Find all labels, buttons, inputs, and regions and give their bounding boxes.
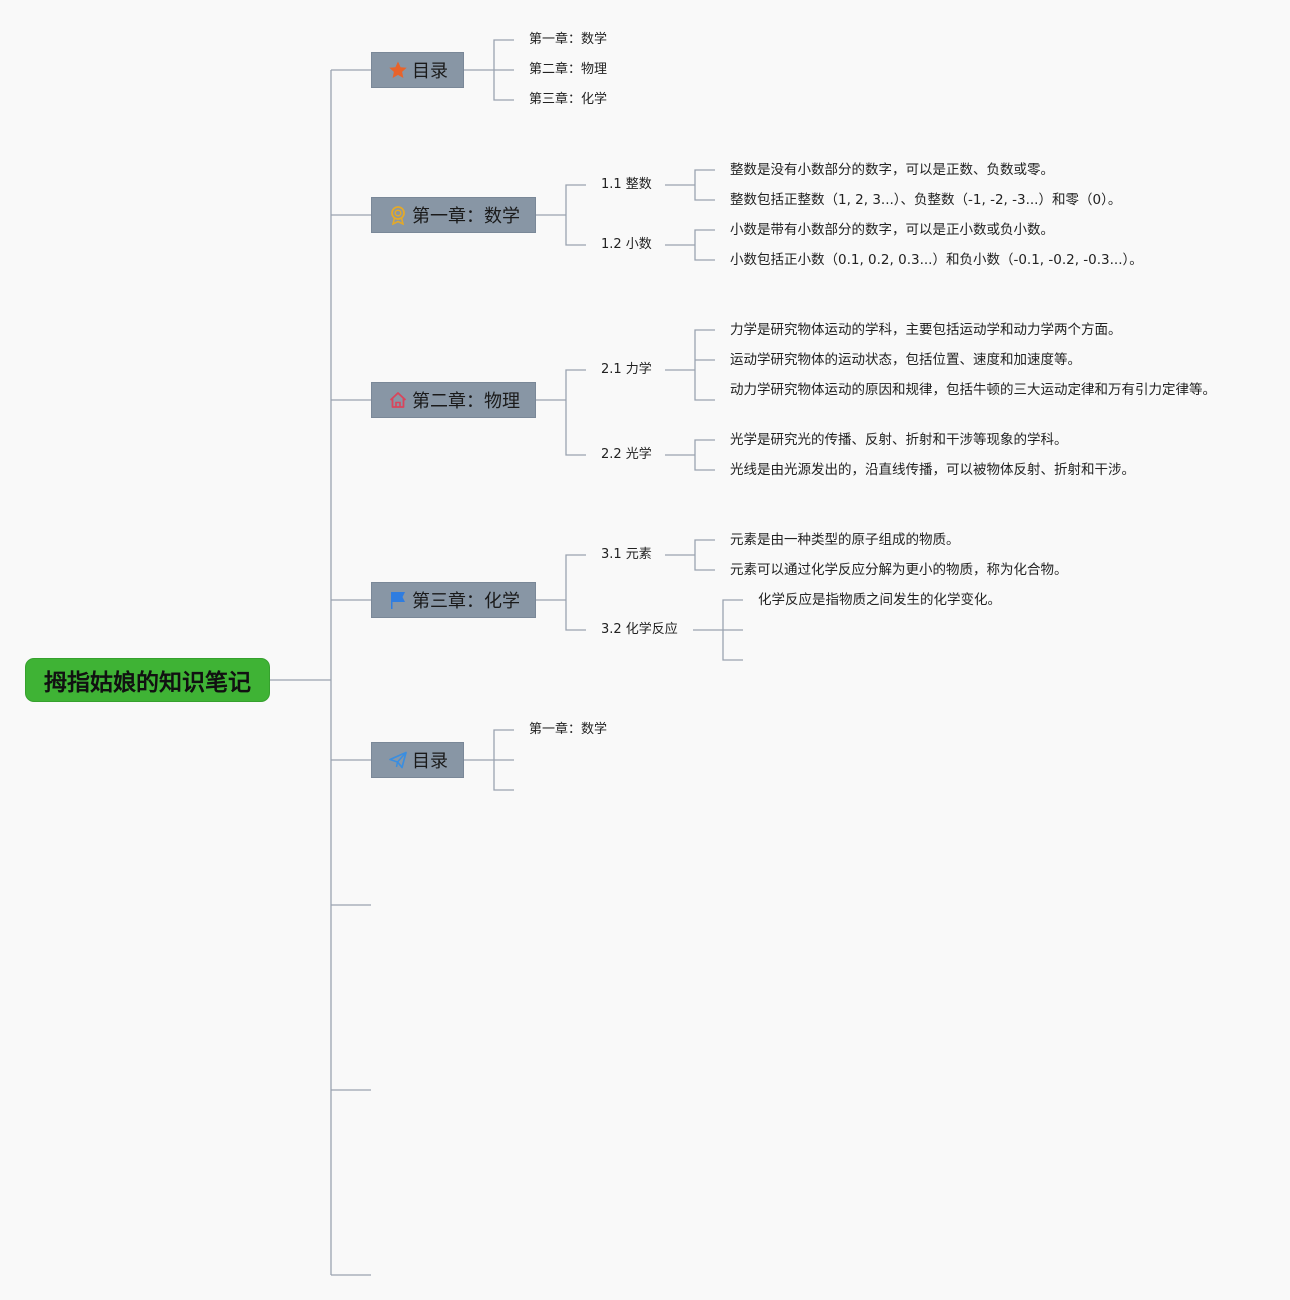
topic-label: 第三章：化学 [412, 591, 520, 612]
note-item[interactable]: 整数是没有小数部分的数字，可以是正数、负数或零。 [730, 162, 1054, 178]
topic-label: 第二章：物理 [412, 391, 520, 412]
subtopic-mechanics[interactable]: 2.1 力学 [601, 362, 652, 377]
subtopic-item[interactable]: 第一章：数学 [529, 32, 608, 47]
root-label: 拇指姑娘的知识笔记 [44, 670, 251, 696]
note-item[interactable]: 化学反应是指物质之间发生的化学变化。 [758, 592, 1001, 608]
send-plane-icon [387, 749, 409, 771]
topic-label: 第一章：数学 [412, 206, 520, 227]
subtopic-reactions[interactable]: 3.2 化学反应 [601, 622, 678, 637]
note-item[interactable]: 运动学研究物体的运动状态，包括位置、速度和加速度等。 [730, 352, 1081, 368]
note-item[interactable]: 整数包括正整数（1, 2, 3...）、负整数（-1, -2, -3...）和零… [730, 192, 1122, 208]
topic-label: 目录 [412, 61, 448, 82]
note-item[interactable]: 小数包括正小数（0.1, 0.2, 0.3...）和负小数（-0.1, -0.2… [730, 252, 1143, 268]
subtopic-item[interactable]: 第一章：数学 [529, 722, 608, 737]
note-item[interactable]: 元素可以通过化学反应分解为更小的物质，称为化合物。 [730, 562, 1068, 578]
note-item[interactable]: 小数是带有小数部分的数字，可以是正小数或负小数。 [730, 222, 1054, 238]
topic-math[interactable]: 第一章：数学 [371, 197, 536, 233]
note-item[interactable]: 动力学研究物体运动的原因和规律，包括牛顿的三大运动定律和万有引力定律等。 [730, 382, 1216, 398]
subtopic-item[interactable]: 第二章：物理 [529, 62, 608, 77]
subtopic-integer[interactable]: 1.1 整数 [601, 177, 652, 192]
topic-physics[interactable]: 第二章：物理 [371, 382, 536, 418]
award-ribbon-icon [387, 204, 409, 226]
flag-icon [387, 589, 409, 611]
note-item[interactable]: 光线是由光源发出的，沿直线传播，可以被物体反射、折射和干涉。 [730, 462, 1135, 478]
topic-chemistry[interactable]: 第三章：化学 [371, 582, 536, 618]
subtopic-decimal[interactable]: 1.2 小数 [601, 237, 652, 252]
star-icon [387, 59, 409, 81]
topic-contents-2[interactable]: 目录 [371, 742, 464, 778]
topic-label: 目录 [412, 751, 448, 772]
note-item[interactable]: 元素是由一种类型的原子组成的物质。 [730, 532, 960, 548]
topic-contents[interactable]: 目录 [371, 52, 464, 88]
home-icon [387, 389, 409, 411]
root-node[interactable]: 拇指姑娘的知识笔记 [25, 658, 270, 702]
subtopic-item[interactable]: 第三章：化学 [529, 92, 608, 107]
note-item[interactable]: 力学是研究物体运动的学科，主要包括运动学和动力学两个方面。 [730, 322, 1122, 338]
subtopic-elements[interactable]: 3.1 元素 [601, 547, 652, 562]
subtopic-optics[interactable]: 2.2 光学 [601, 447, 652, 462]
note-item[interactable]: 光学是研究光的传播、反射、折射和干涉等现象的学科。 [730, 432, 1068, 448]
